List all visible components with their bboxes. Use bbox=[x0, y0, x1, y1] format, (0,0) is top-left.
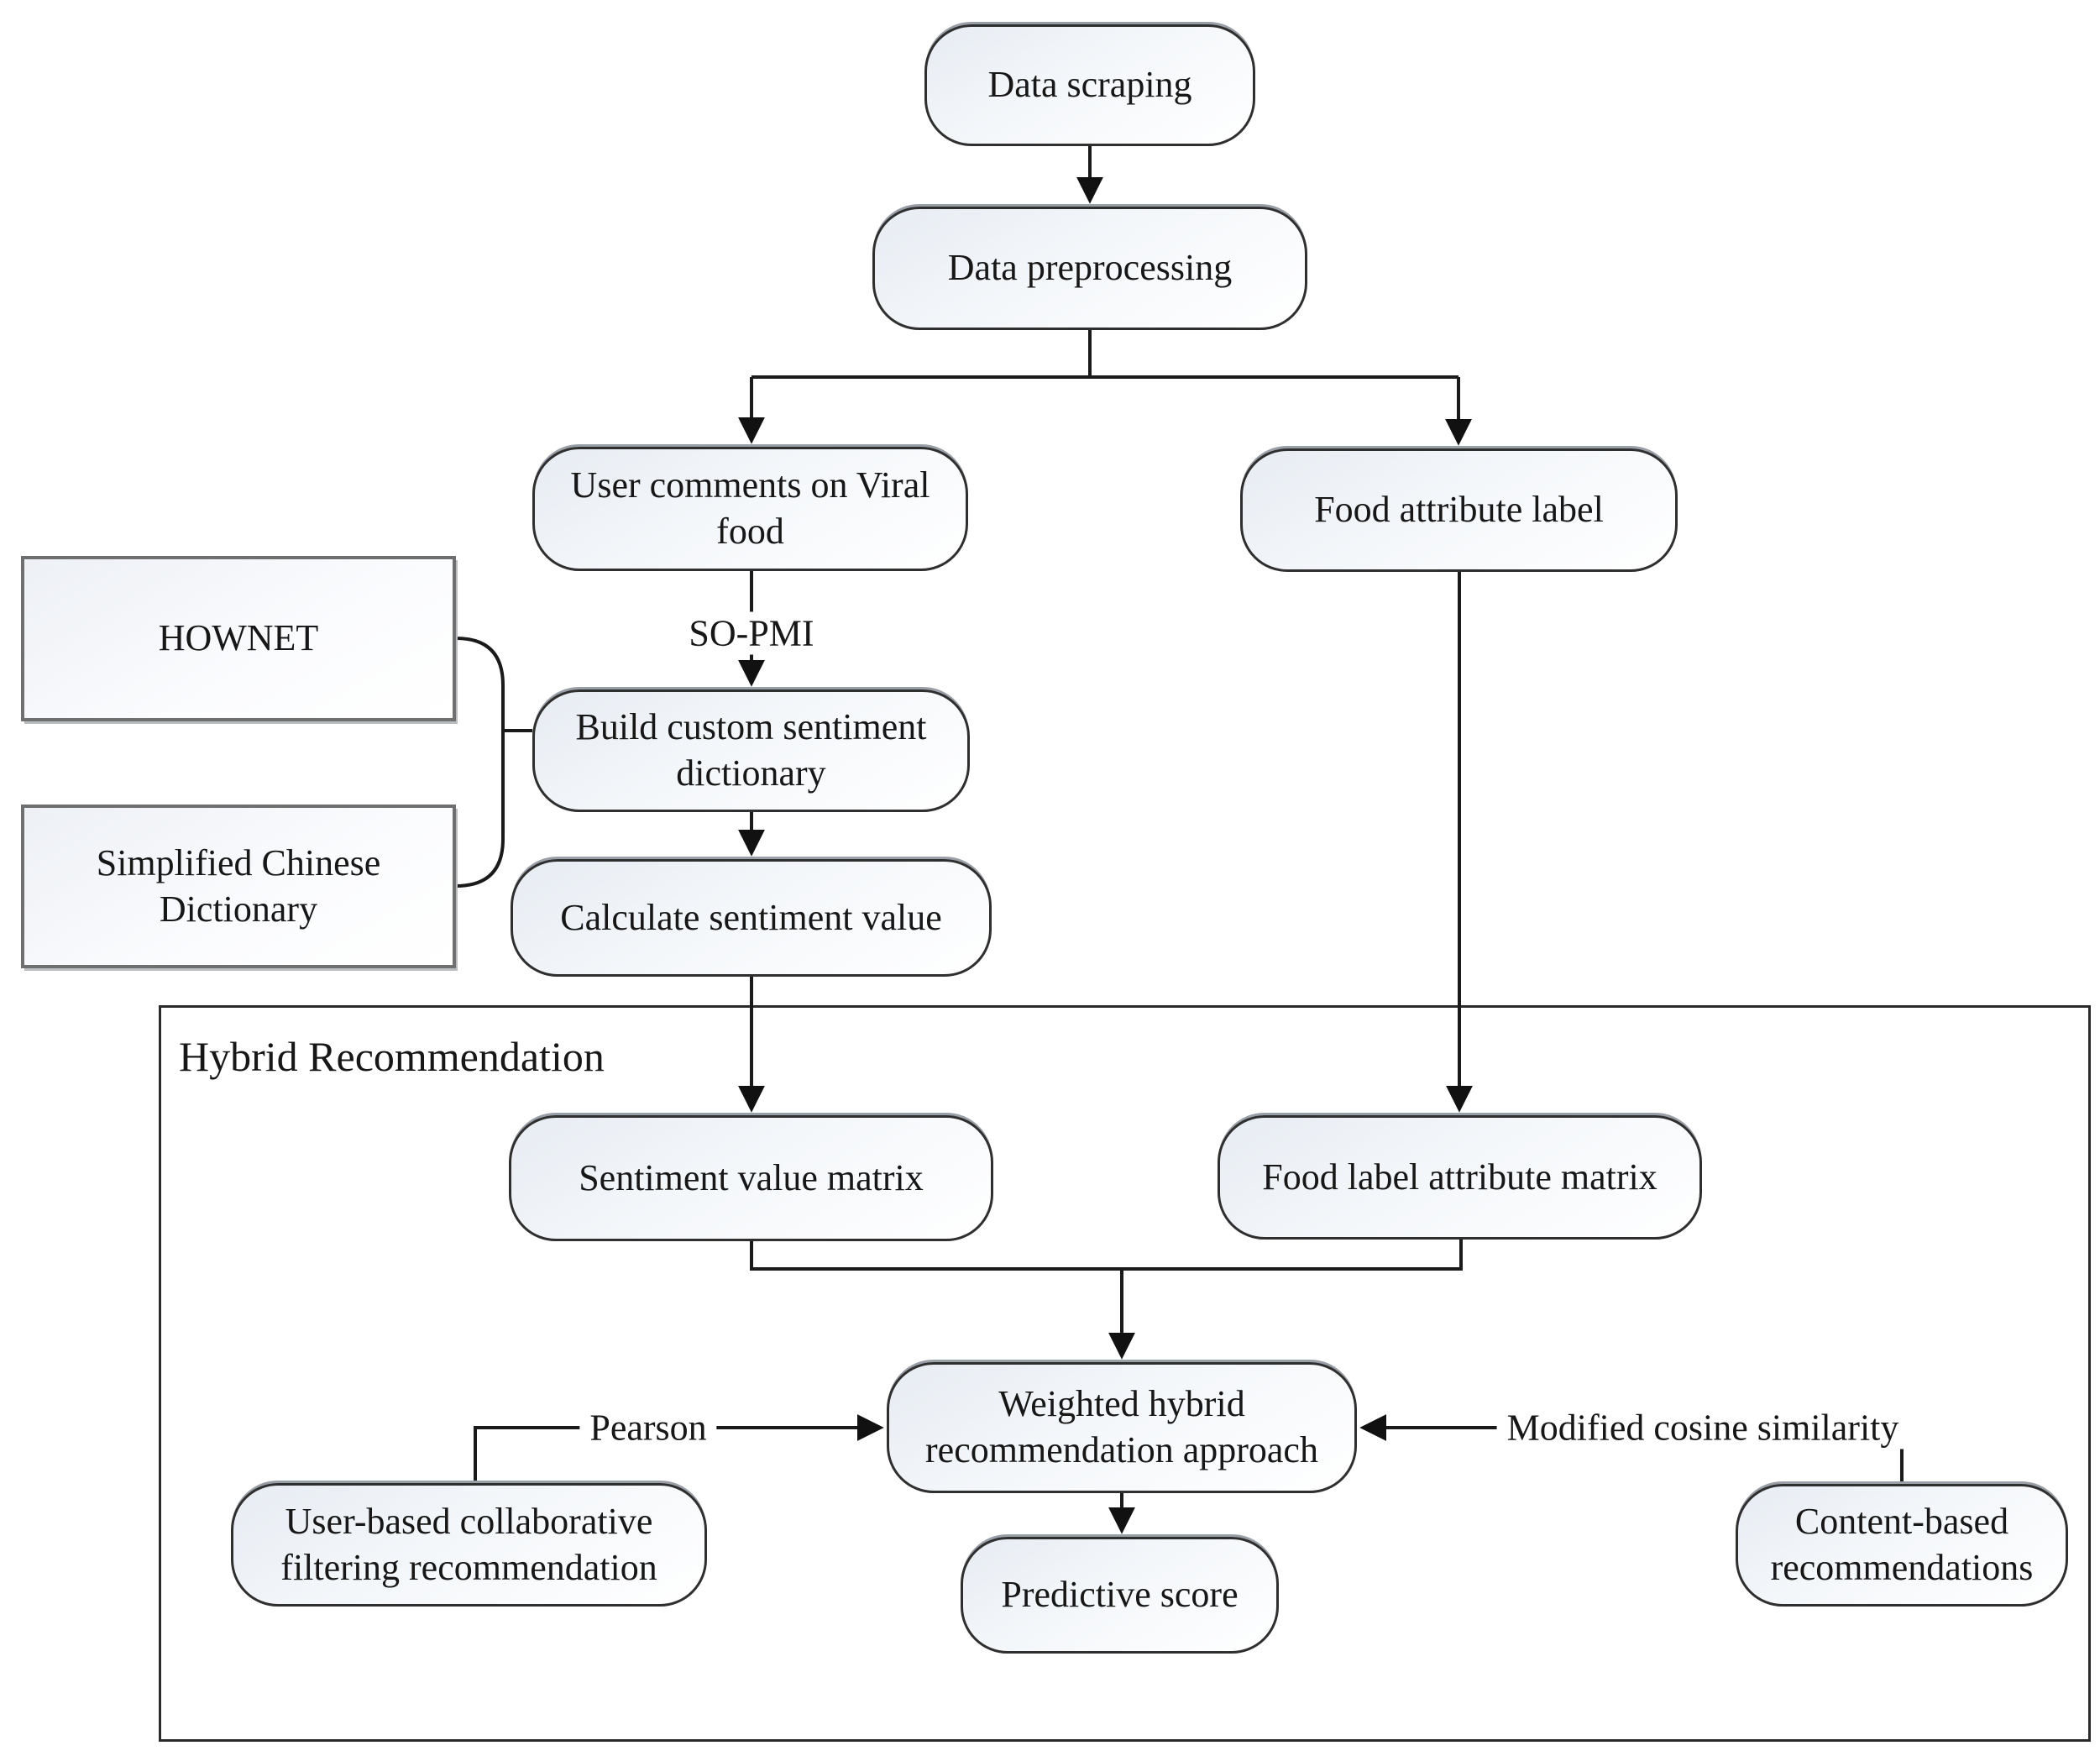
node-label: User comments on Viral food bbox=[570, 464, 930, 552]
node-label: User-based collaborative filtering recom… bbox=[280, 1500, 657, 1588]
food-label-attribute-matrix-node: Food label attribute matrix bbox=[1218, 1115, 1702, 1240]
food-attribute-label-node: Food attribute label bbox=[1240, 448, 1678, 572]
node-label: Build custom sentiment dictionary bbox=[575, 706, 927, 794]
pearson-edge-label: Pearson bbox=[579, 1406, 717, 1449]
user-comments-viral-food-node: User comments on Viral food bbox=[532, 447, 968, 571]
node-label: Sentiment value matrix bbox=[579, 1156, 924, 1198]
node-label: Predictive score bbox=[1001, 1574, 1239, 1616]
sentiment-value-matrix-node: Sentiment value matrix bbox=[509, 1115, 993, 1241]
node-label: HOWNET bbox=[158, 617, 319, 659]
node-label: Data preprocessing bbox=[947, 247, 1233, 289]
user-based-collaborative-filtering-node: User-based collaborative filtering recom… bbox=[231, 1483, 707, 1607]
data-scraping-node: Data scraping bbox=[924, 24, 1255, 146]
modified-cosine-edge-label: Modified cosine similarity bbox=[1496, 1406, 1909, 1449]
node-label: Food attribute label bbox=[1314, 489, 1604, 531]
predictive-score-node: Predictive score bbox=[961, 1537, 1279, 1654]
node-label: Calculate sentiment value bbox=[560, 896, 942, 938]
data-preprocessing-node: Data preprocessing bbox=[872, 207, 1307, 330]
calculate-sentiment-value-node: Calculate sentiment value bbox=[511, 859, 992, 977]
so-pmi-edge-label: SO-PMI bbox=[678, 611, 825, 655]
weighted-hybrid-recommendation-approach-node: Weighted hybrid recommendation approach bbox=[887, 1362, 1357, 1493]
hownet-node: HOWNET bbox=[21, 556, 456, 721]
content-based-recommendations-node: Content-based recommendations bbox=[1736, 1484, 2068, 1607]
node-label: Weighted hybrid recommendation approach bbox=[925, 1383, 1318, 1470]
hybrid-recommendation-container-label: Hybrid Recommendation bbox=[179, 1033, 605, 1080]
node-label: Data scraping bbox=[987, 64, 1192, 106]
edge-dictionary-brace bbox=[455, 637, 505, 888]
node-label: Food label attribute matrix bbox=[1262, 1156, 1657, 1198]
simplified-chinese-dictionary-node: Simplified Chinese Dictionary bbox=[21, 805, 456, 968]
node-label: Content-based recommendations bbox=[1770, 1501, 2034, 1588]
node-label: Simplified Chinese Dictionary bbox=[96, 841, 381, 930]
build-custom-sentiment-dictionary-node: Build custom sentiment dictionary bbox=[532, 689, 970, 812]
